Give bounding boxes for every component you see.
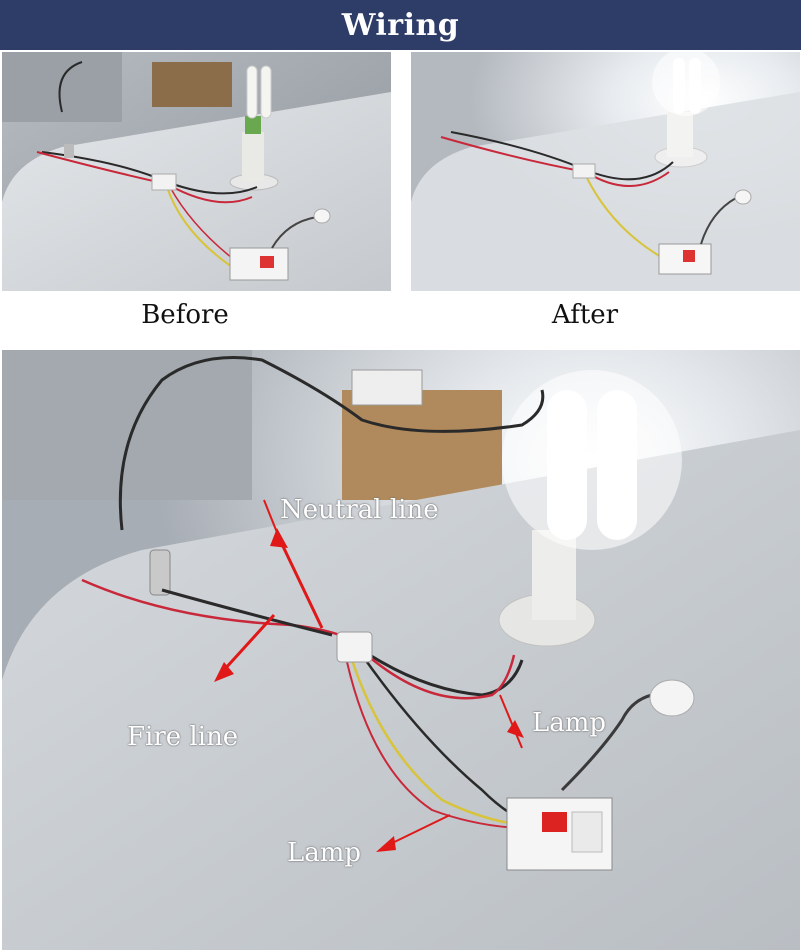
after-photo (411, 52, 800, 291)
label-neutral-line: Neutral line (280, 495, 439, 525)
before-photo (2, 52, 391, 291)
title-banner: Wiring (0, 0, 801, 50)
label-lamp-lower: Lamp (287, 838, 362, 868)
label-lamp-upper: Lamp (532, 708, 607, 738)
main-wiring-photo (2, 350, 800, 950)
caption-before: Before (141, 300, 229, 330)
banner-title: Wiring (341, 7, 460, 43)
label-fire-line: Fire line (127, 722, 239, 752)
caption-after: After (551, 300, 619, 330)
